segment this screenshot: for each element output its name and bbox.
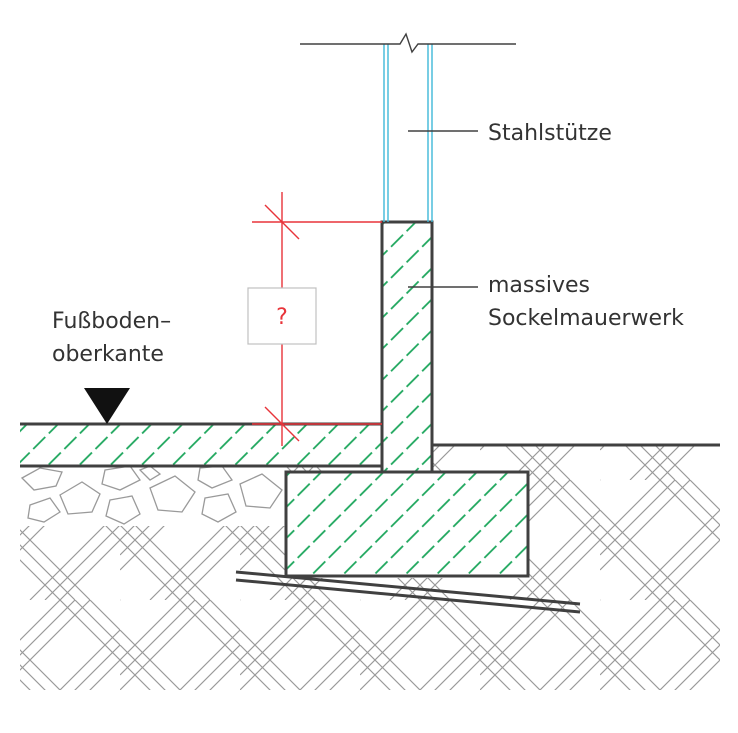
question-box	[247, 287, 317, 345]
floor-label-line1: Fußboden–	[52, 309, 171, 334]
gravel-layer	[20, 464, 285, 526]
steel-column	[383, 44, 433, 222]
unknown-height-mark: ?	[276, 305, 288, 330]
plinth-label-line2: Sockelmauerwerk	[488, 306, 684, 331]
blinding-top	[235, 570, 581, 606]
break-line	[300, 32, 516, 54]
level-marker-icon	[84, 388, 130, 424]
floor-slab	[20, 424, 382, 466]
plinth-label-line1: massives	[488, 273, 590, 298]
foundation	[284, 470, 530, 578]
floor-label-line2: oberkante	[52, 342, 164, 367]
plinth-wall	[380, 220, 434, 474]
blinding-bottom	[235, 578, 581, 614]
column-label: Stahlstütze	[488, 121, 612, 146]
